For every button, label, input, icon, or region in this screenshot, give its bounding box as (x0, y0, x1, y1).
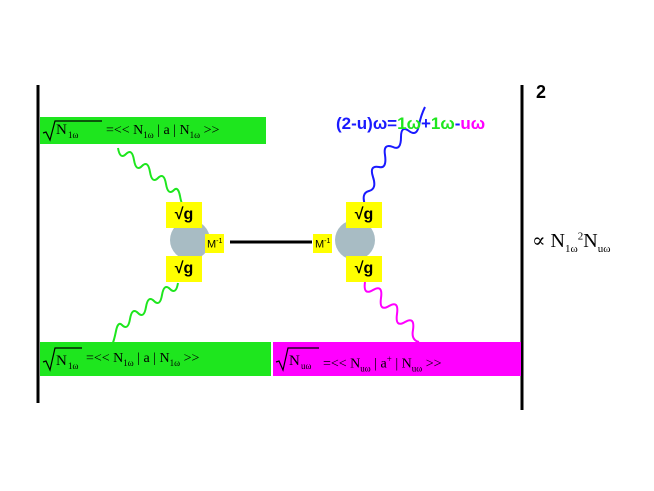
photon-bottom-right (363, 281, 420, 343)
sqrt-symbol-icon (42, 120, 102, 142)
bottom-left-ket-box: N 1ω =<< N1ω | a | N1ω >> (40, 342, 271, 376)
right-vertex-blob (335, 220, 375, 260)
left-mass-label: M-1 (205, 234, 225, 253)
sqrt-subscript: 1ω (68, 130, 79, 140)
sqrt-subscript: uω (301, 361, 312, 371)
left-vertex-blob (170, 220, 210, 260)
right-coupling-top: √g (346, 202, 382, 228)
photon-top-left (117, 147, 188, 209)
sqrt-subscript: 1ω (68, 361, 79, 371)
proportional-result: ∝ N1ω2Nuω (532, 230, 611, 255)
bottom-right-ket-box: N uω =<< Nuω | a+ | Nuω >> (273, 342, 521, 376)
sqrt-symbol-icon (42, 347, 82, 372)
sqrt-symbol-icon (275, 347, 319, 372)
right-coupling-bottom: √g (346, 256, 382, 282)
right-mass-label: M-1 (313, 234, 333, 253)
top-left-bra-box: N 1ω =<< N1ω | a | N1ω >> (40, 117, 266, 144)
left-coupling-top: √g (166, 202, 202, 228)
photon-bottom-left (111, 282, 179, 346)
outgoing-frequency-label: (2-u)ω=1ω+1ω-uω (336, 114, 486, 133)
square-exponent: 2 (536, 82, 547, 102)
photon-top-right (362, 106, 426, 206)
left-coupling-bottom: √g (166, 256, 202, 282)
